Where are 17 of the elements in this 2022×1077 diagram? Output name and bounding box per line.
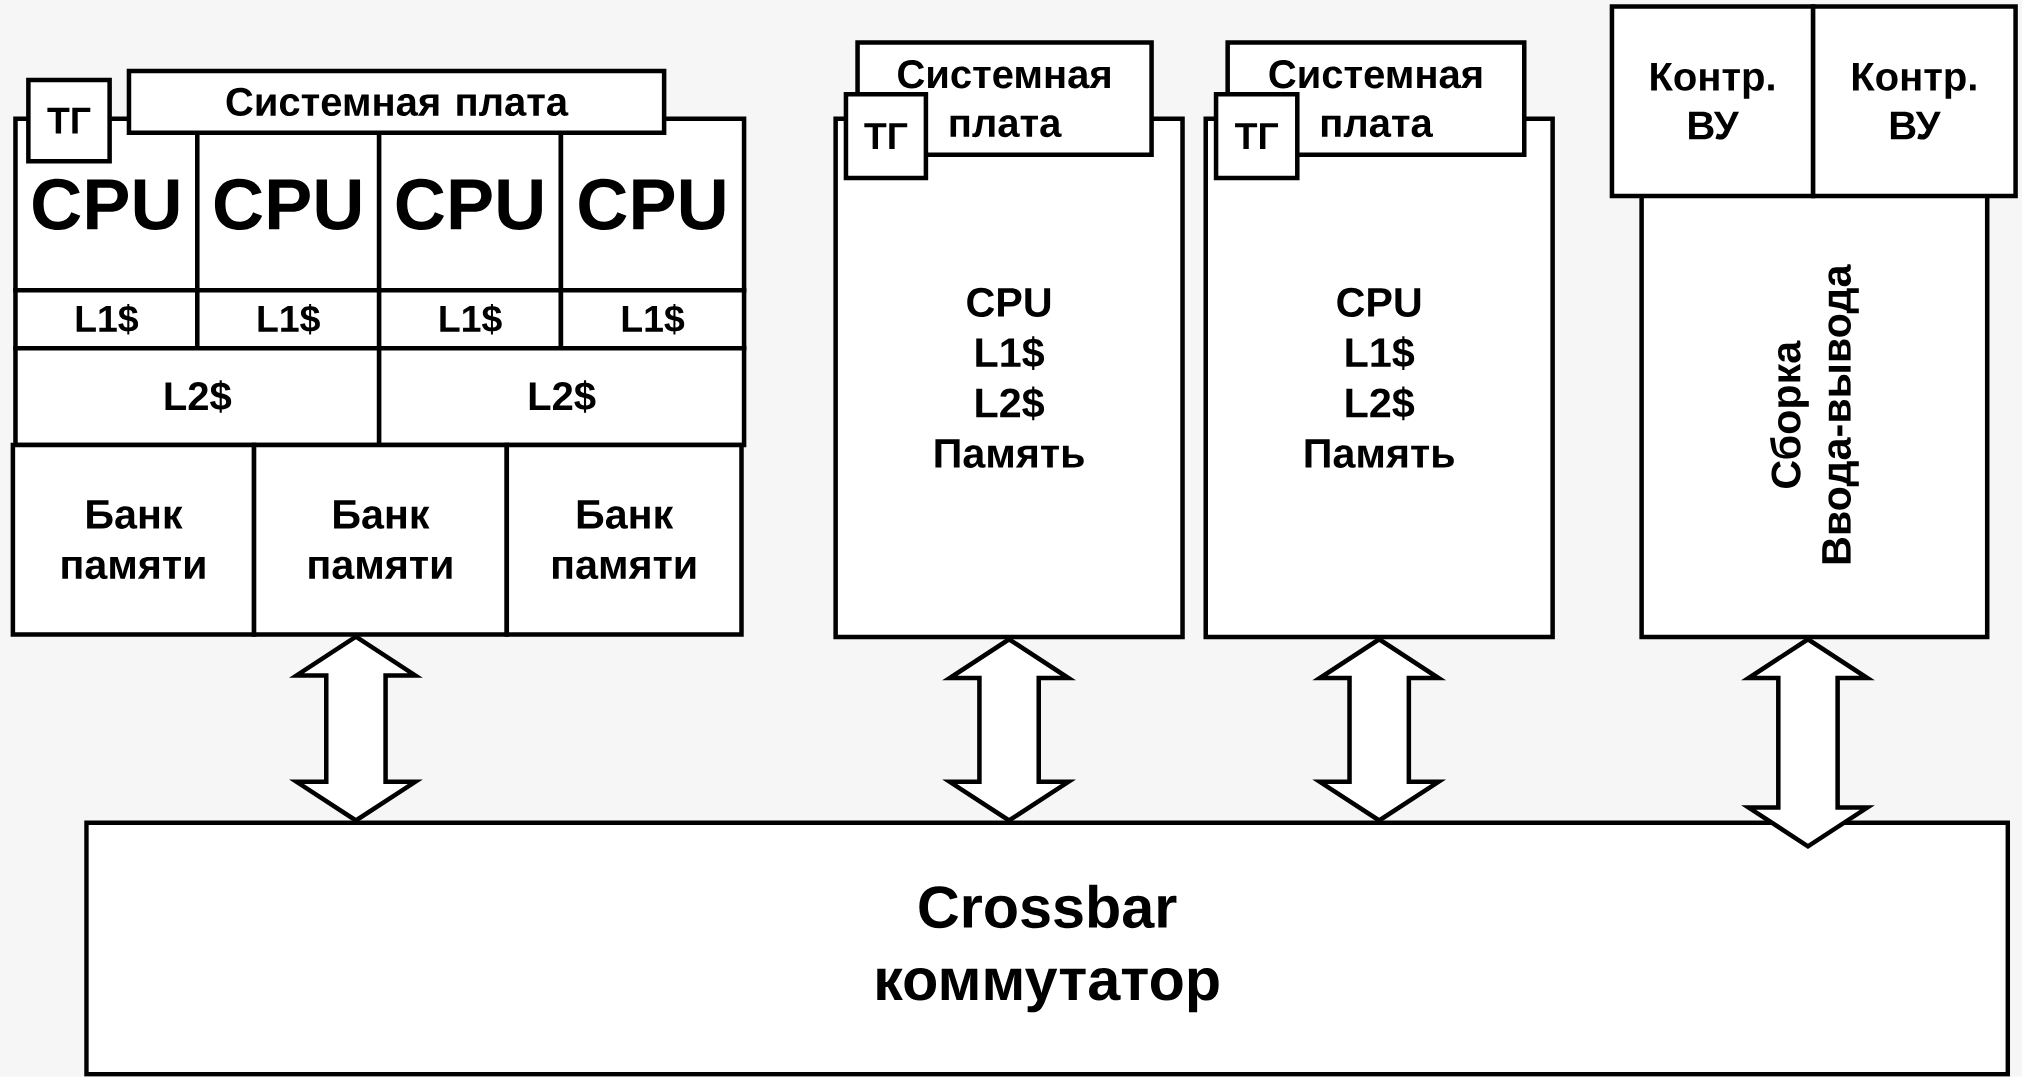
double-arrow (289, 634, 423, 824)
tg-box: ТГ (1213, 92, 1300, 181)
double-arrow (1741, 636, 1875, 850)
tg-box: ТГ (26, 77, 112, 164)
double-arrow (942, 636, 1076, 824)
cache-box: L1$ (13, 288, 200, 351)
memory-bank-box: Банк памяти (251, 442, 510, 637)
controller-box: Контр. ВУ (1609, 4, 1816, 199)
controller-box: Контр. ВУ (1810, 4, 2018, 199)
tg-box: ТГ (843, 92, 929, 181)
board-label-box: Системная плата (126, 68, 667, 136)
cache-box: L1$ (195, 288, 382, 351)
cache-box: L1$ (558, 288, 747, 351)
memory-bank-box: Банк памяти (10, 442, 257, 637)
memory-bank-box: Банк памяти (504, 442, 744, 637)
double-arrow (1312, 636, 1447, 824)
crossbar-box: Crossbar коммутатор (84, 820, 2011, 1077)
